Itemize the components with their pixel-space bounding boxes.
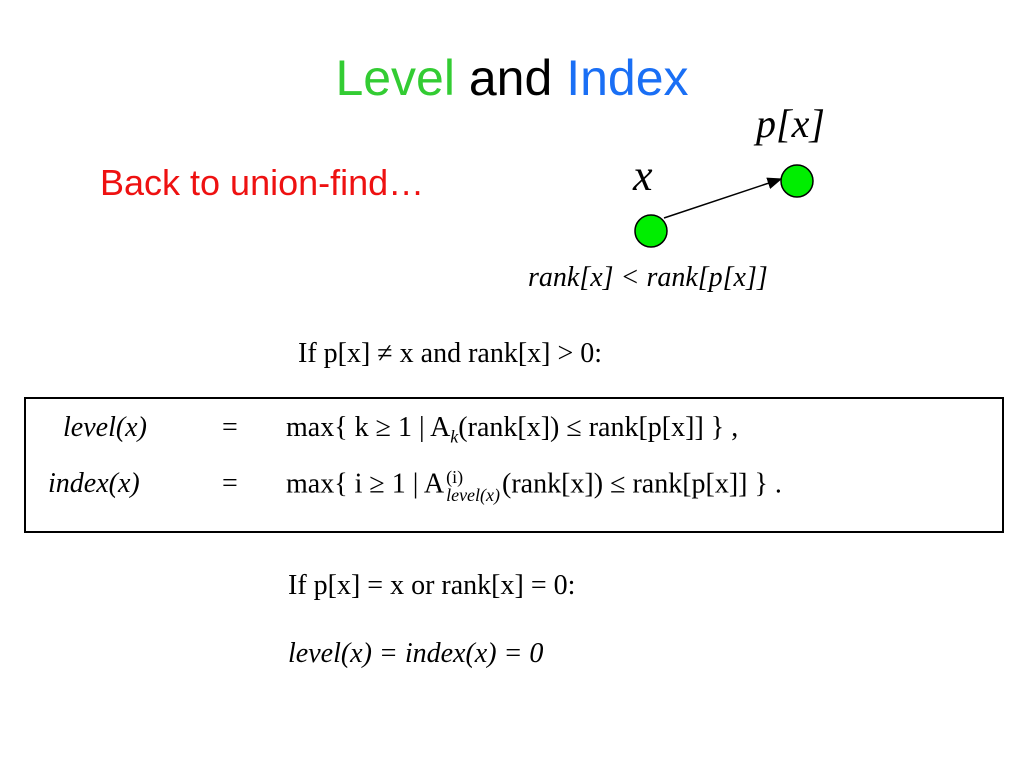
label-parent-x: p[x]: [756, 101, 825, 146]
node-x: [634, 214, 668, 248]
condition-nonroot: If p[x] ≠ x and rank[x] > 0:: [298, 338, 603, 369]
level-rhs: max{ k ≥ 1 | Ak(rank[x]) ≤ rank[p[x]] } …: [286, 412, 739, 447]
level-equals: =: [222, 412, 238, 443]
label-x: x: [633, 151, 653, 200]
index-rhs: max{ i ≥ 1 | A(i)level(x)(rank[x]) ≤ ran…: [286, 467, 782, 505]
root-result: level(x) = index(x) = 0: [288, 638, 544, 669]
condition-root: If p[x] = x or rank[x] = 0:: [288, 570, 576, 601]
definitions-box: [24, 397, 1004, 533]
node-parent: [780, 164, 814, 198]
rank-relation: rank[x] < rank[p[x]]: [528, 262, 768, 293]
title-index: Index: [566, 50, 689, 106]
level-lhs: level(x): [63, 412, 147, 443]
subtitle: Back to union-find…: [100, 162, 425, 203]
parent-pointer-arrow: [663, 177, 783, 219]
index-lhs: index(x): [48, 468, 140, 499]
index-equals: =: [222, 468, 238, 499]
slide-title: Level and Index: [0, 48, 1024, 108]
title-level: Level: [335, 50, 455, 106]
title-and: and: [468, 50, 553, 106]
